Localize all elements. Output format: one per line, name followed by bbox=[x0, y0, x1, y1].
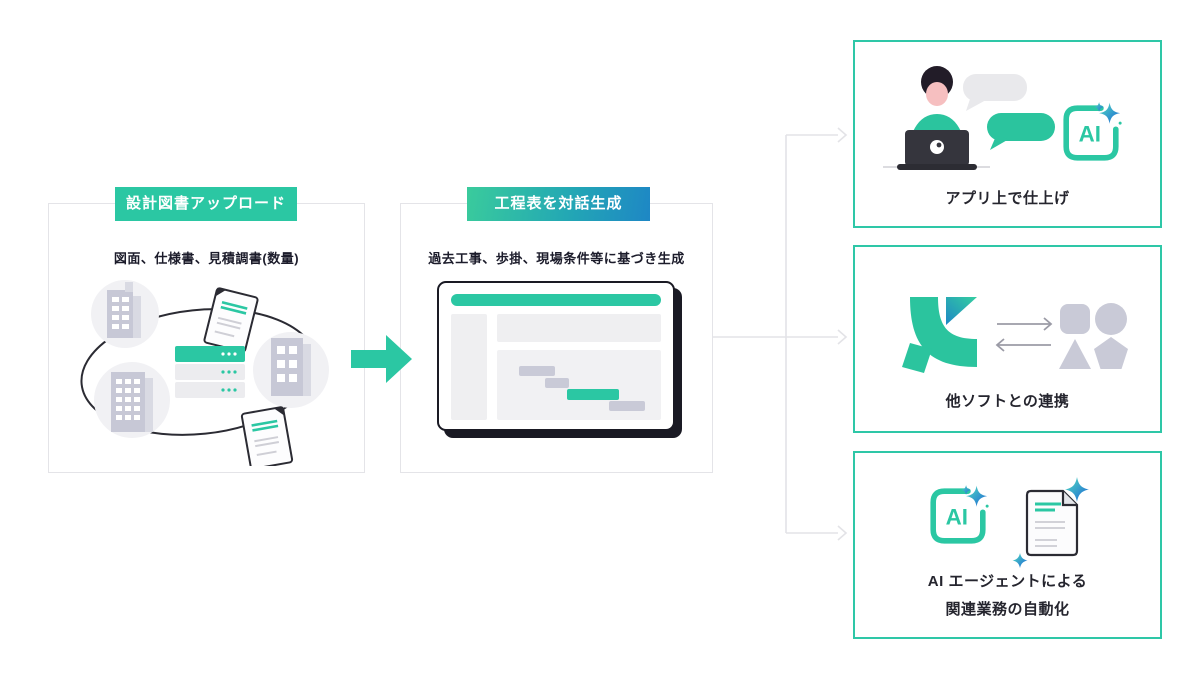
gantt-chart-illustration bbox=[437, 281, 675, 431]
ai-icon: AI bbox=[1063, 102, 1122, 161]
document-icon bbox=[203, 287, 259, 353]
sparkle-icon bbox=[966, 485, 988, 507]
gantt-task-bar bbox=[519, 366, 555, 376]
schedule-banner: 工程表を対話生成 bbox=[467, 187, 650, 221]
gantt-toolbar bbox=[451, 294, 661, 306]
sparkle-icon bbox=[1094, 102, 1105, 112]
building-icon bbox=[91, 280, 159, 348]
app-logo-icon bbox=[902, 297, 977, 373]
arrow-right-icon bbox=[351, 335, 412, 383]
ai-icon: AI bbox=[930, 485, 989, 544]
gantt-header bbox=[497, 314, 661, 342]
square-shape bbox=[1060, 304, 1090, 334]
software-shapes-icon bbox=[1059, 303, 1128, 369]
app-finish-illustration: AI bbox=[883, 66, 1122, 170]
upload-banner: 設計図書アップロード bbox=[115, 187, 297, 221]
ai-agent-illustration: AI bbox=[930, 477, 1089, 568]
circle-shape bbox=[1095, 303, 1127, 335]
triangle-shape bbox=[1059, 339, 1091, 369]
feature-box-app-finish: AI アプリ上で仕上げ bbox=[853, 40, 1162, 228]
document-icon bbox=[240, 406, 294, 466]
feature-box-integration: 他ソフトとの連携 bbox=[853, 245, 1162, 433]
ai-document-icon bbox=[1025, 489, 1079, 557]
chat-bubble-green-icon bbox=[987, 113, 1055, 150]
schedule-subtitle: 過去工事、歩掛、現場条件等に基づき生成 bbox=[428, 251, 685, 266]
server-icon bbox=[175, 346, 245, 398]
feature-label: 関連業務の自動化 bbox=[945, 601, 1070, 618]
gantt-task-bar bbox=[609, 401, 645, 411]
sync-arrows-icon bbox=[995, 317, 1053, 352]
feature-label: アプリ上で仕上げ bbox=[945, 190, 1070, 207]
person-illustration bbox=[883, 66, 990, 170]
svg-text:AI: AI bbox=[1079, 122, 1101, 147]
feature-label: AI エージェントによる bbox=[927, 573, 1088, 590]
chat-bubble-gray-icon bbox=[963, 74, 1027, 111]
building-icon bbox=[253, 332, 329, 408]
upload-illustration bbox=[80, 280, 329, 466]
gantt-task-bar-active bbox=[567, 389, 619, 400]
pentagon-shape bbox=[1094, 337, 1128, 369]
gantt-task-bar bbox=[545, 378, 569, 388]
feature-label: 他ソフトとの連携 bbox=[945, 393, 1070, 410]
upload-subtitle: 図面、仕様書、見積調書(数量) bbox=[113, 251, 300, 266]
building-icon bbox=[94, 362, 170, 438]
svg-text:AI: AI bbox=[946, 505, 968, 530]
sparkle-icon bbox=[961, 485, 972, 495]
sparkle-icon bbox=[1099, 102, 1121, 124]
upload-box bbox=[48, 203, 365, 473]
sparkle-icon bbox=[1012, 477, 1089, 568]
feature-box-ai-agent: AI AI エージェントによる 関連業務の自動化 bbox=[853, 451, 1162, 639]
integration-illustration bbox=[902, 297, 1128, 373]
gantt-sidebar bbox=[451, 314, 487, 420]
